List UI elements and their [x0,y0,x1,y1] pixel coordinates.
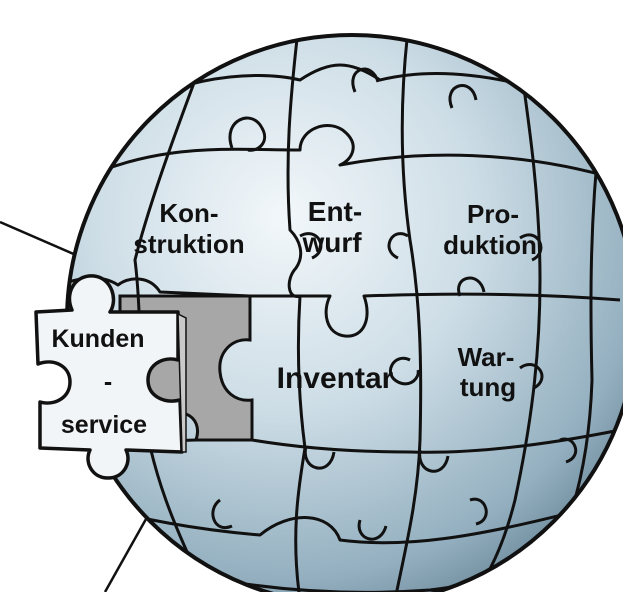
label-entwurf: Ent- wurf [301,196,362,258]
label-wartung-line1: War- [458,342,515,372]
label-entwurf-line1: Ent- [308,196,362,227]
label-konstruktion-line2: struktion [133,229,244,259]
label-wartung-line2: tung [460,372,516,402]
label-wartung: War- tung [458,342,517,402]
label-kundenservice-line3: service [61,411,147,439]
label-produktion-line2: duktion [443,230,537,260]
label-kundenservice-line2: - [104,368,112,396]
label-konstruktion-line1: Kon- [159,198,218,228]
label-inventar-line1: Inventar [277,362,394,395]
label-entwurf-line2: wurf [301,227,362,258]
label-inventar: Inventar [277,362,394,395]
label-produktion-line1: Pro- [467,199,519,229]
label-kundenservice-line1: Kunden [51,325,144,353]
